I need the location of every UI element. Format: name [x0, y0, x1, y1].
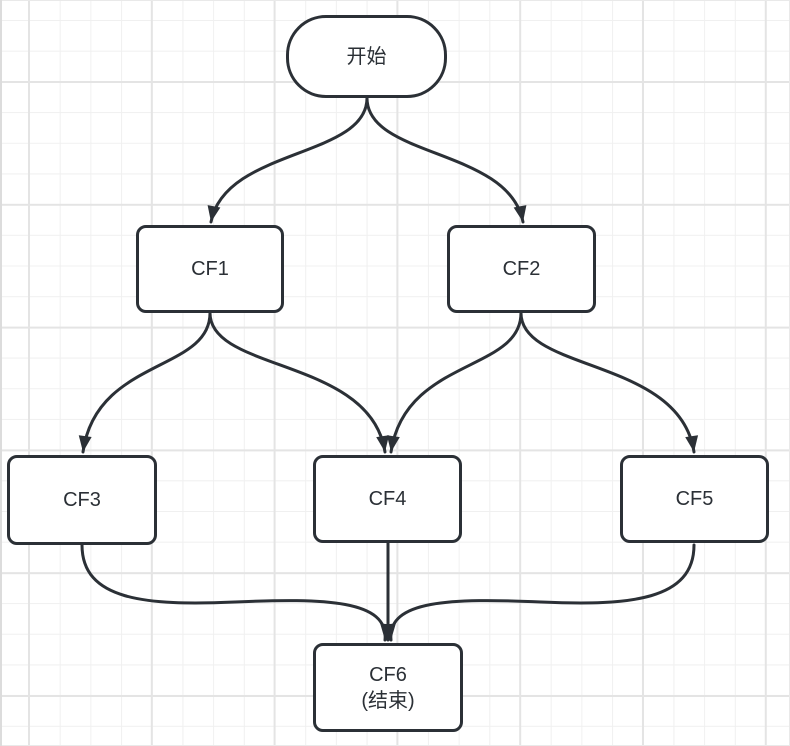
edge-cf1-cf4[interactable] [208, 311, 390, 454]
edge-start-cf2[interactable] [365, 96, 527, 224]
node-cf1[interactable]: CF1 [136, 225, 284, 313]
node-cf3[interactable]: CF3 [7, 455, 157, 545]
node-cf5[interactable]: CF5 [620, 455, 769, 543]
node-start-label: 开始 [346, 45, 387, 68]
edge-cf2-cf5[interactable] [519, 311, 699, 454]
node-cf4[interactable]: CF4 [313, 455, 462, 543]
edge-start-cf1[interactable] [207, 96, 369, 224]
edge-cf3-cf6[interactable] [80, 543, 394, 642]
node-cf3-label: CF3 [63, 489, 101, 511]
node-cf2-label: CF2 [502, 258, 541, 280]
edge-cf2-cf4[interactable] [386, 311, 523, 454]
node-cf1-label: CF1 [191, 258, 229, 280]
node-cf5-label: CF5 [675, 488, 714, 510]
canvas-left-edge [0, 0, 2, 746]
node-start[interactable]: 开始 [286, 15, 447, 98]
node-cf4-label: CF4 [368, 488, 407, 510]
node-cf6-sublabel: (结束) [361, 689, 415, 712]
node-cf6[interactable]: CF6 (结束) [313, 643, 463, 732]
edge-cf5-cf6[interactable] [382, 543, 696, 642]
node-cf6-label: CF6 [369, 663, 407, 686]
edge-cf1-cf3[interactable] [78, 311, 212, 454]
node-cf2[interactable]: CF2 [447, 225, 596, 313]
